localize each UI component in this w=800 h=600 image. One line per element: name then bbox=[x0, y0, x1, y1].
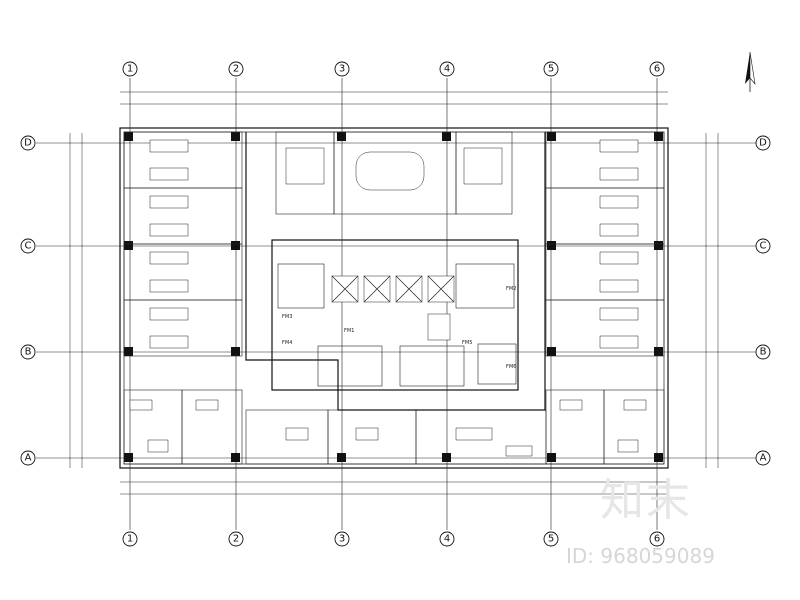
grid-row-label: B bbox=[25, 347, 32, 358]
grid-col-label: 6 bbox=[654, 64, 660, 75]
grid-bubbles-bottom bbox=[122, 531, 665, 547]
grid-col-label: 6 bbox=[654, 534, 660, 545]
grid-col-label: 1 bbox=[127, 64, 133, 75]
fire-label: FM2 bbox=[506, 286, 516, 292]
dimension-lines bbox=[69, 91, 719, 495]
grid-col-label: 1 bbox=[127, 534, 133, 545]
grid-row-label: B bbox=[760, 347, 767, 358]
watermark-logo: 知末 bbox=[600, 475, 692, 526]
axis-lines bbox=[36, 78, 756, 530]
bottom-rooms bbox=[245, 409, 547, 465]
grid-bubbles-right bbox=[755, 135, 771, 466]
fire-label: FM4 bbox=[282, 340, 292, 346]
grid-col-label: 5 bbox=[548, 534, 554, 545]
fire-label: FM6 bbox=[506, 364, 516, 370]
structural-columns bbox=[124, 132, 663, 462]
grid-row-label: C bbox=[25, 241, 32, 252]
right-offices bbox=[545, 131, 665, 465]
grid-col-label: 2 bbox=[233, 64, 239, 75]
grid-bubbles-top bbox=[122, 61, 665, 77]
grid-col-label: 5 bbox=[548, 64, 554, 75]
left-offices bbox=[123, 131, 243, 465]
fire-label: FM5 bbox=[462, 340, 472, 346]
grid-row-label: A bbox=[25, 453, 32, 464]
grid-col-label: 4 bbox=[444, 64, 450, 75]
north-arrow-icon bbox=[745, 51, 756, 92]
grid-col-label: 2 bbox=[233, 534, 239, 545]
grid-row-label: D bbox=[759, 138, 767, 149]
grid-row-label: D bbox=[24, 138, 32, 149]
grid-col-label: 3 bbox=[339, 534, 345, 545]
grid-row-label: A bbox=[760, 453, 767, 464]
grid-col-label: 3 bbox=[339, 64, 345, 75]
fire-label: FM3 bbox=[282, 314, 292, 320]
grid-bubbles-left bbox=[20, 135, 36, 466]
grid-col-label: 4 bbox=[444, 534, 450, 545]
building-core bbox=[277, 263, 517, 387]
watermark-id: ID: 968059089 bbox=[566, 544, 715, 568]
fire-label: FM1 bbox=[344, 328, 354, 334]
grid-row-label: C bbox=[760, 241, 767, 252]
top-meeting-rooms bbox=[275, 131, 513, 215]
